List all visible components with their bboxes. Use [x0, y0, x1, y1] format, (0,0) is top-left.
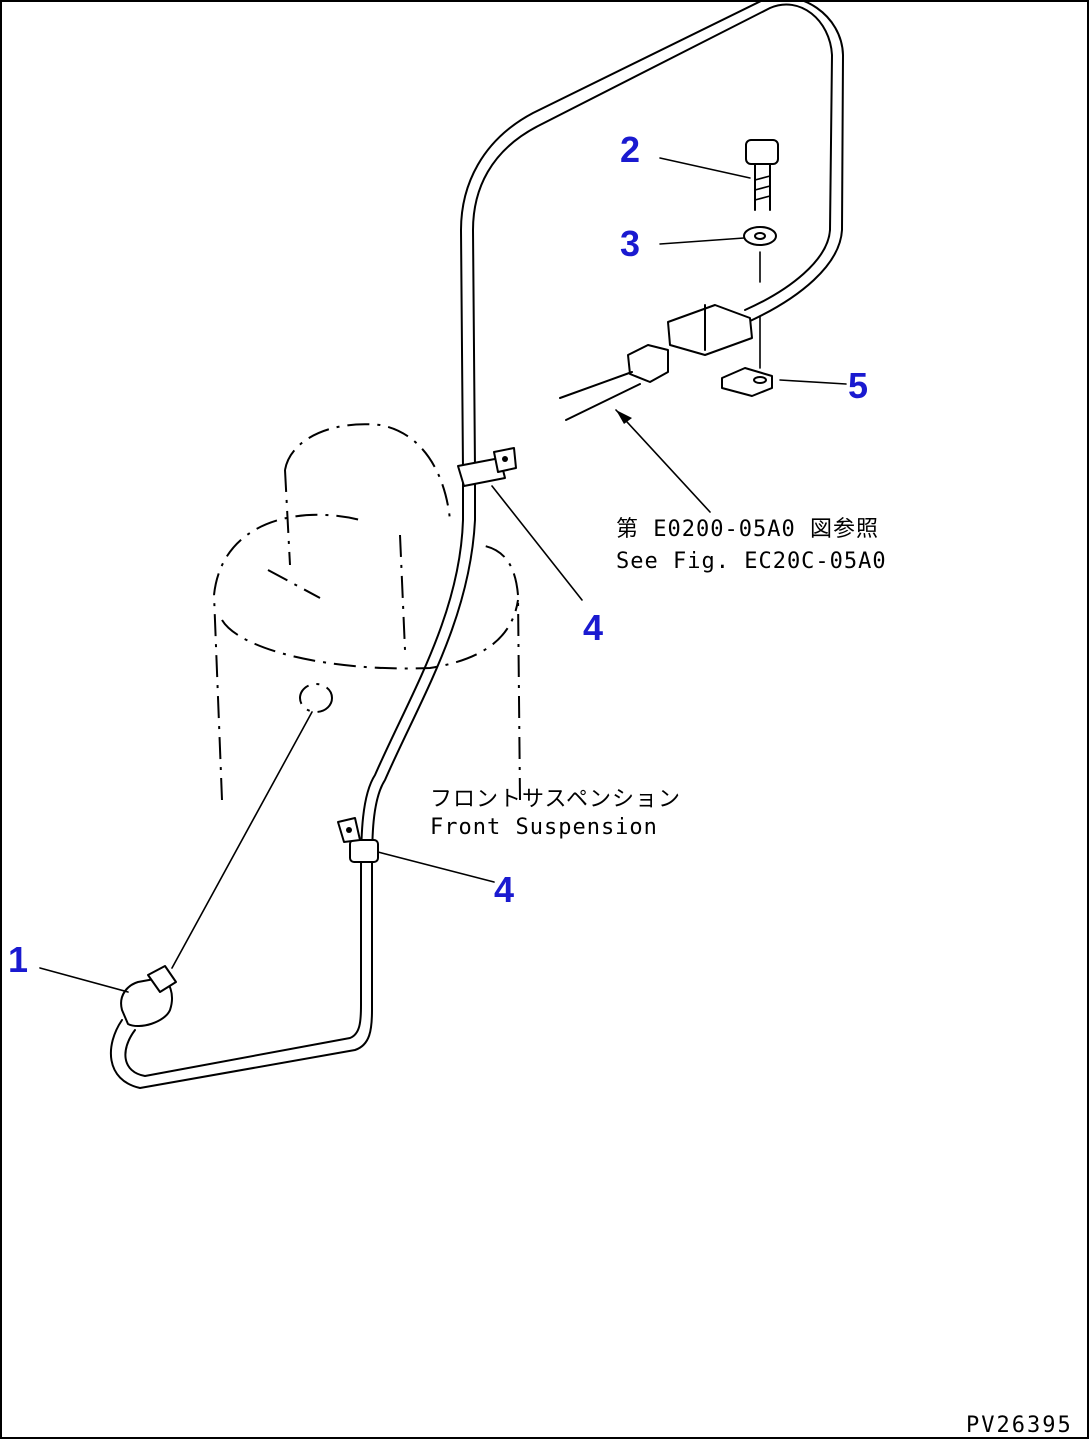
clamp-lower — [337, 817, 379, 863]
callout-part-4-lower: 4 — [494, 869, 514, 910]
front-suspension-outline — [213, 423, 521, 801]
connector — [559, 304, 753, 421]
sensor-part-1 — [120, 711, 313, 1028]
reference-note-ja: 第 E0200-05A0 図参照 — [616, 517, 879, 542]
callout-part-5: 5 — [848, 365, 868, 406]
leader-lines — [39, 157, 847, 993]
drawing-code: PV26395 — [966, 1413, 1073, 1438]
suspension-label-ja: フロントサスペンション — [430, 787, 681, 812]
suspension-label-en: Front Suspension — [430, 815, 658, 840]
callout-part-3: 3 — [620, 223, 640, 264]
bolt-part-2 — [745, 139, 779, 211]
wiring-harness — [110, 0, 844, 1089]
reference-note-en: See Fig. EC20C-05A0 — [616, 549, 887, 574]
callout-part-4-upper: 4 — [583, 607, 603, 648]
callout-part-2: 2 — [620, 129, 640, 170]
callout-part-1: 1 — [8, 939, 28, 980]
clamp-upper — [457, 447, 517, 487]
washer-part-3 — [743, 226, 777, 369]
bracket-part-5 — [721, 367, 773, 397]
